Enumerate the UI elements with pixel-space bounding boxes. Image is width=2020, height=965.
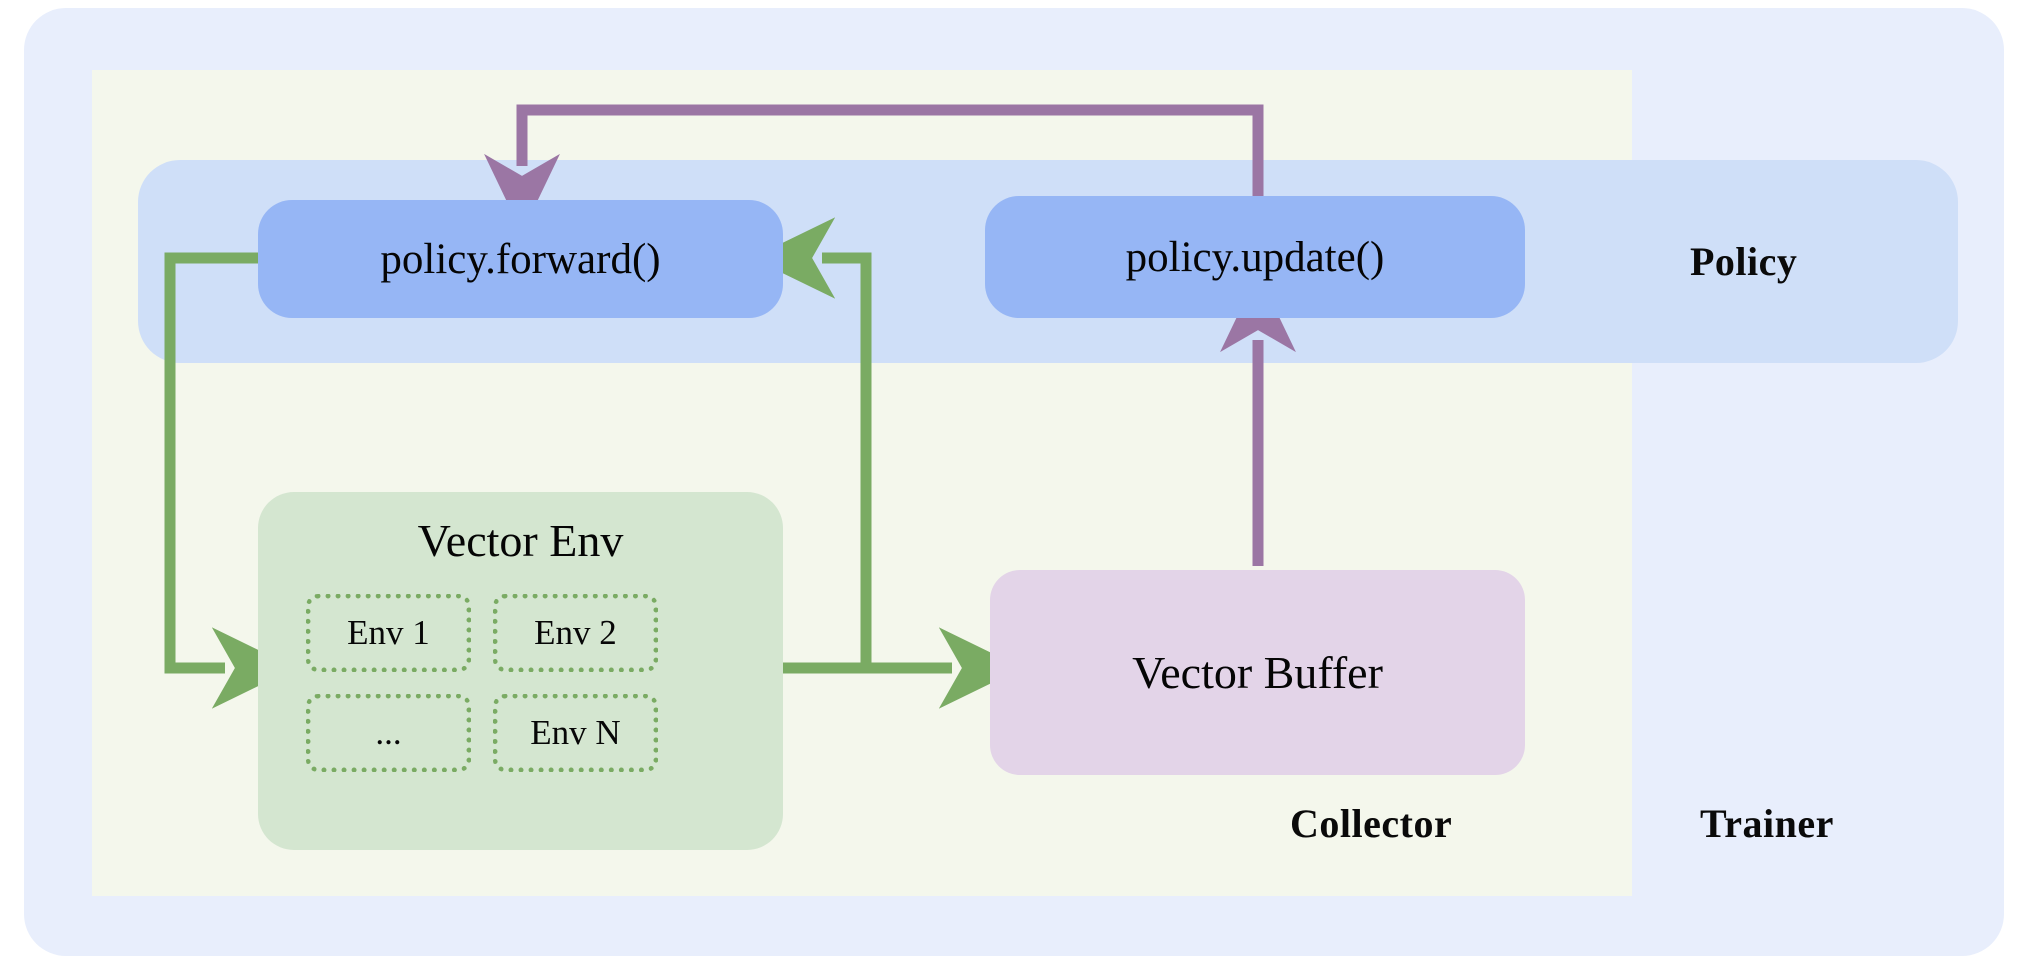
node-policy-update[interactable]: policy.update(): [985, 196, 1525, 318]
node-policy-forward-label: policy.forward(): [380, 235, 661, 283]
vector-buffer-label: Vector Buffer: [1132, 647, 1383, 698]
node-policy-update-label: policy.update(): [1125, 233, 1385, 281]
env-cell[interactable]: Env 1: [306, 594, 471, 672]
env-cell[interactable]: ...: [306, 694, 471, 772]
policy-section-label: Policy: [1690, 239, 1798, 284]
env-cell[interactable]: Env N: [493, 694, 658, 772]
node-policy-forward[interactable]: policy.forward(): [258, 200, 783, 318]
node-vector-env[interactable]: Vector Env Env 1 Env 2 ... Env N: [258, 492, 783, 850]
vector-env-title: Vector Env: [417, 515, 624, 566]
env-cell[interactable]: Env 2: [493, 594, 658, 672]
node-vector-buffer[interactable]: Vector Buffer: [990, 570, 1525, 775]
trainer-section-label: Trainer: [1700, 801, 1834, 846]
collector-section-label: Collector: [1290, 801, 1453, 846]
env-grid: Env 1 Env 2 ... Env N: [306, 594, 738, 772]
